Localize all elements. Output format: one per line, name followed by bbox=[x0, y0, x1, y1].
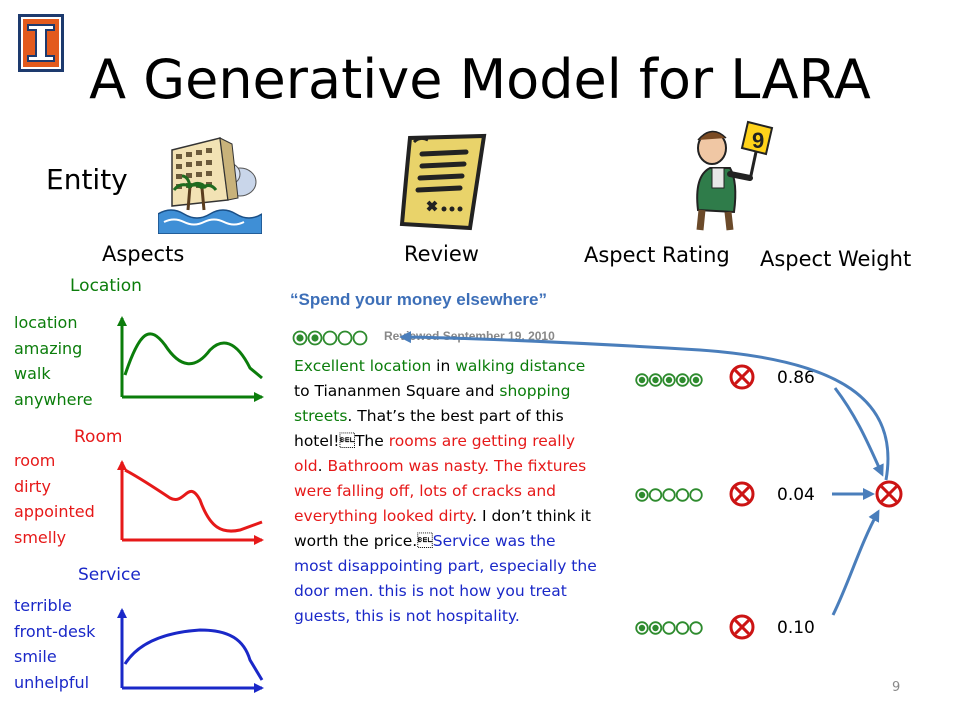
aspect-word: room bbox=[14, 451, 56, 470]
aspect-weight-room: 0.04 bbox=[777, 485, 815, 505]
review-segment: Excellent location bbox=[294, 357, 432, 375]
review-title: “Spend your money elsewhere” bbox=[290, 290, 547, 309]
aspect-word: anywhere bbox=[14, 389, 93, 409]
svg-text:9: 9 bbox=[752, 128, 764, 153]
aspect-words-location: location amazing walk anywhere bbox=[14, 310, 93, 412]
aspect-words-room: room dirty appointed smelly bbox=[14, 448, 95, 550]
aspect-word: amazing bbox=[14, 338, 83, 358]
aspect-word: walk bbox=[14, 364, 51, 383]
review-segment: . I don’t think it worth the price. bbox=[294, 507, 591, 550]
aspects-header: Aspects bbox=[102, 242, 185, 266]
aspect-weight-location: 0.86 bbox=[777, 368, 815, 388]
weight-arrow-service bbox=[831, 509, 880, 616]
room-curve bbox=[124, 468, 263, 533]
rating-bubble bbox=[352, 330, 368, 346]
review-segment: to Tiananmen Square and bbox=[294, 382, 500, 400]
rating-bubble-fill bbox=[652, 376, 659, 384]
aspect-word: location bbox=[14, 313, 78, 332]
aspect-title-location: Location bbox=[70, 276, 142, 296]
page-number: 9 bbox=[892, 680, 901, 695]
rating-bubble bbox=[675, 488, 690, 502]
aspect-title-service: Service bbox=[78, 565, 141, 585]
combine-multiply-icon bbox=[875, 480, 903, 508]
review-segment: in bbox=[431, 357, 456, 375]
overall-rating-arrow bbox=[399, 331, 890, 481]
aspect-rating-bubbles-room bbox=[635, 488, 703, 502]
aspect-word: terrible bbox=[14, 596, 72, 615]
weight-arrow-location bbox=[833, 387, 884, 477]
review-segment: . bbox=[317, 457, 328, 475]
multiply-icon bbox=[729, 481, 755, 507]
rating-bubble bbox=[689, 621, 703, 635]
rating-bubble-fill bbox=[638, 624, 646, 632]
rating-bubble-fill bbox=[679, 376, 686, 384]
location-distribution-plot bbox=[117, 316, 264, 402]
rating-bubble bbox=[322, 330, 338, 346]
review-segment: . That’s the best part of this hotel!Th… bbox=[294, 407, 564, 450]
review-segment: shopping streets bbox=[294, 382, 571, 425]
review-segment: Bathroom was nasty. The fixtures were fa… bbox=[294, 457, 587, 525]
multiply-icon bbox=[729, 614, 755, 640]
review-body: Excellent location in walking distance t… bbox=[294, 354, 599, 629]
aspect-word: smelly bbox=[14, 527, 67, 547]
review-document-icon bbox=[399, 133, 487, 231]
aspect-weight-header: Aspect Weight bbox=[760, 247, 912, 271]
rating-bubble bbox=[337, 330, 353, 346]
rating-bubble-fill bbox=[665, 376, 673, 384]
rating-bubble bbox=[689, 488, 703, 502]
rating-bubble-fill bbox=[311, 334, 319, 342]
rating-bubble-fill bbox=[638, 491, 646, 499]
aspect-words-service: terrible front-desk smile unhelpful bbox=[14, 593, 95, 695]
location-curve bbox=[123, 332, 263, 380]
university-logo bbox=[18, 14, 64, 72]
rating-bubble-fill bbox=[652, 624, 659, 632]
aspect-title-room: Room bbox=[74, 427, 123, 447]
entity-label: Entity bbox=[46, 163, 128, 196]
aspect-word: front-desk bbox=[14, 621, 96, 641]
aspect-word: appointed bbox=[14, 502, 95, 521]
aspect-rating-header: Aspect Rating bbox=[584, 243, 730, 267]
rating-bubble bbox=[662, 621, 676, 635]
review-segment: rooms are getting really old bbox=[294, 432, 576, 475]
aspect-word: smile bbox=[14, 647, 57, 666]
aspect-rating-bubbles-service bbox=[635, 621, 703, 635]
multiply-icon bbox=[729, 364, 755, 390]
aspect-word: unhelpful bbox=[14, 672, 90, 692]
rating-bubble-fill bbox=[692, 376, 700, 384]
hotel-icon bbox=[158, 137, 262, 234]
aspect-rating-bubbles-location bbox=[635, 373, 703, 387]
aspect-word: dirty bbox=[14, 476, 51, 496]
review-segment: Service was the most disappointing part,… bbox=[294, 532, 597, 625]
service-distribution-plot bbox=[117, 608, 264, 693]
rating-bubble-fill bbox=[638, 376, 646, 384]
aspect-weight-service: 0.10 bbox=[777, 618, 815, 638]
overall-rating-bubbles bbox=[292, 330, 368, 346]
rating-bubble bbox=[675, 621, 690, 635]
rating-bubble bbox=[648, 488, 663, 502]
rating-bubble-fill bbox=[296, 334, 304, 342]
service-curve bbox=[123, 628, 264, 681]
rater-person-icon: 9 bbox=[696, 120, 774, 231]
review-segment: walking distance bbox=[455, 357, 586, 375]
slide-title: A Generative Model for LARA bbox=[89, 48, 871, 111]
rating-bubble bbox=[662, 488, 676, 502]
room-distribution-plot bbox=[117, 460, 264, 545]
review-header: Review bbox=[404, 242, 479, 266]
